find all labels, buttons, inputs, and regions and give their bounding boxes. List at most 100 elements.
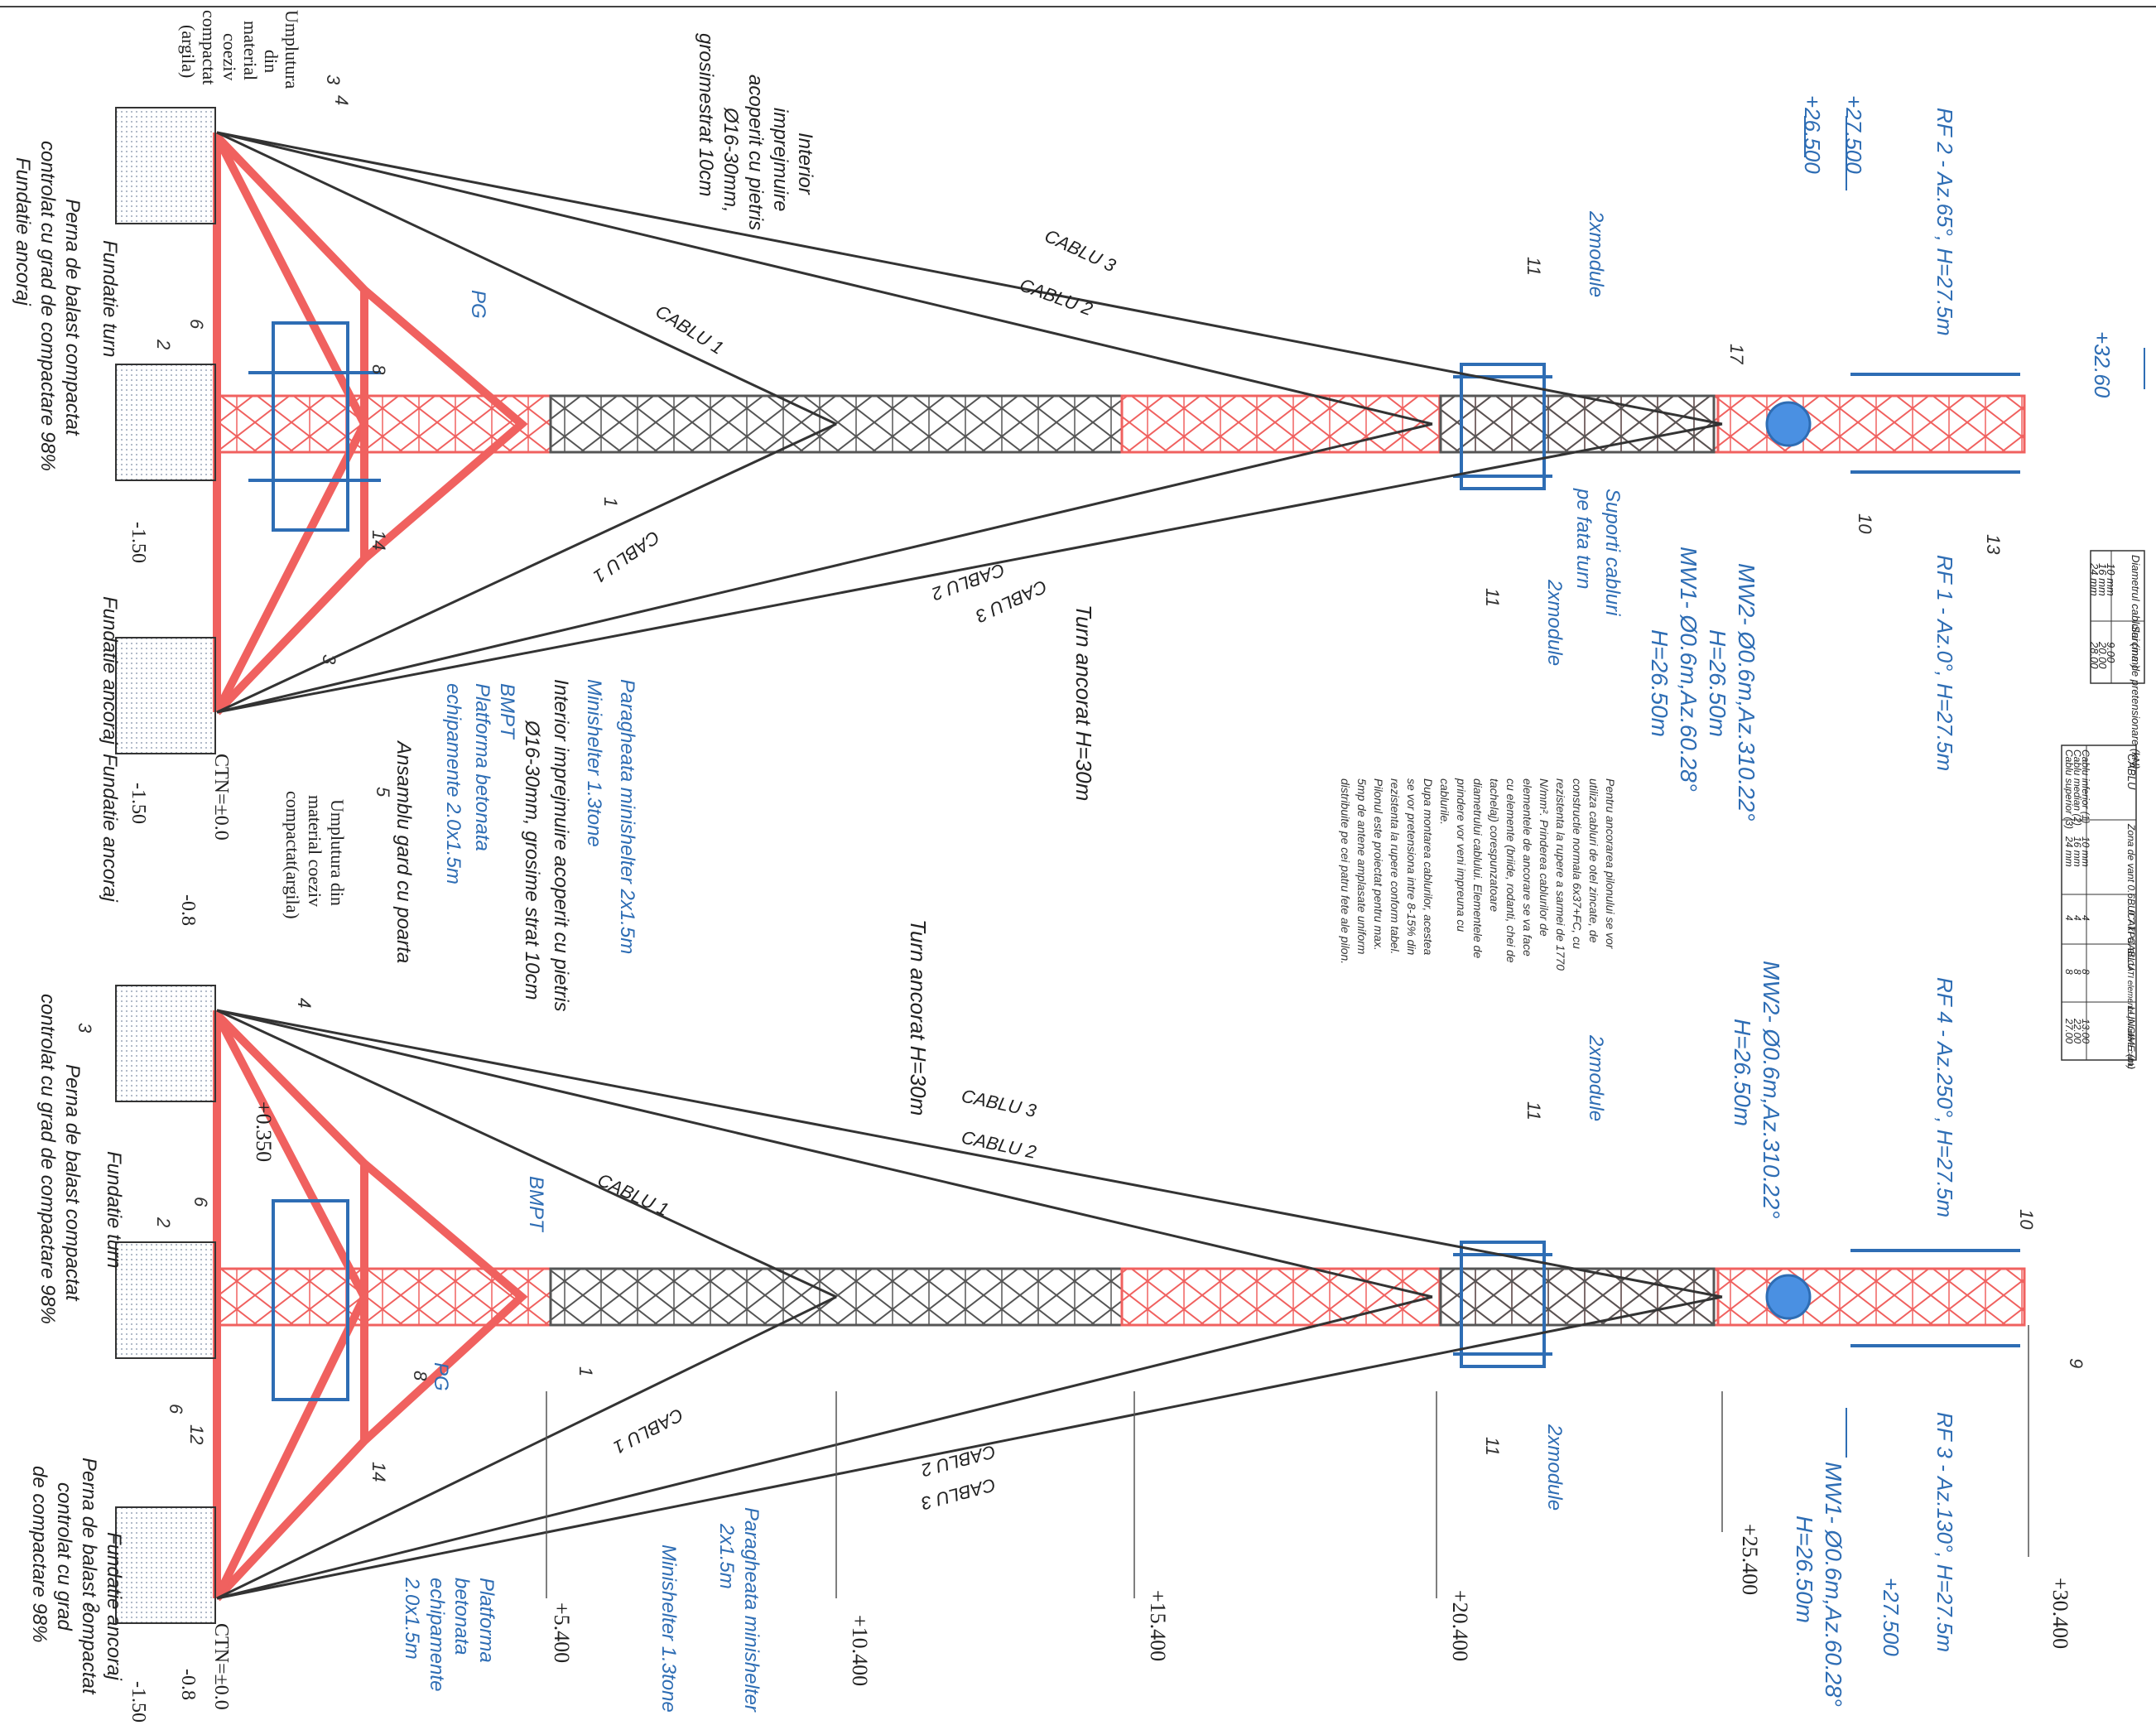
note-line: 5mp de antene amplasate uniform: [1355, 778, 1369, 955]
elev-top-label: +32.60: [2090, 331, 2115, 398]
note-line: diametrului cablului. Elementele de: [1471, 778, 1485, 958]
elev-m150b-label: -1.50: [128, 783, 149, 824]
cablu1-b-label: CABLU 1: [594, 1169, 672, 1220]
note-line: Pentru ancorarea pilonului se vor: [1604, 778, 1617, 950]
pema-b-label: controlat cu grad de compactare 98%: [36, 141, 59, 471]
platforma-c-label: echipamente: [426, 1578, 448, 1691]
cables-top: [216, 131, 1723, 714]
modules-b-b-label: 2xmodule: [1543, 1424, 1566, 1511]
elev-035-label: +0.350: [252, 1101, 276, 1162]
num-b-8: 8: [410, 1371, 431, 1381]
umplutura2-c: compactat(argila): [282, 791, 303, 919]
num-2: 2: [153, 339, 174, 349]
note-line: constructie normala 6x37+FC, cu: [1571, 778, 1584, 949]
interior-b: imprejmuire: [769, 108, 792, 211]
elev-25-label: +25.400: [1738, 1524, 1762, 1595]
t2-r0c3: 8: [2080, 969, 2091, 975]
elev-30-label: +30.400: [2048, 1578, 2072, 1649]
imprejmuire2-label: Ø16-30mm, grosime strat 10cm: [521, 720, 543, 1000]
umplutura-c: material: [240, 21, 261, 80]
num-14: 14: [368, 530, 389, 550]
cablu2-b-label: CABLU 2: [960, 1126, 1038, 1163]
num-4: 4: [331, 95, 352, 105]
base-frame-top: [213, 133, 528, 716]
t2-r2c4: 27.00: [2063, 1018, 2075, 1043]
modules-b-label: 2xmodule: [1543, 579, 1566, 666]
pema-c-label: Fundatie ancoraj: [12, 157, 34, 306]
note-line: Pilonul este proiectat pentru max.: [1372, 778, 1385, 951]
platforma2-label: echipamente 2.0x1.5m: [442, 683, 464, 884]
mw-dish-top: [1765, 401, 1812, 447]
cablu1b-label: CABLU 1: [590, 527, 663, 587]
t2-r1c0: Cablu median (2): [2072, 749, 2083, 826]
elevation-leaders-grey: [546, 1325, 2029, 1598]
pema-a-b-label: Perna de balast compactat: [61, 1064, 84, 1302]
t2-r2c3: 8: [2063, 969, 2075, 975]
num-5: 5: [373, 787, 393, 798]
t2-r1c4: 22.00: [2072, 1018, 2083, 1043]
t1-r2c0: 24 mm: [2088, 562, 2101, 596]
umplutura-e: compactat: [199, 10, 219, 84]
elev-26-label: +26.500: [1800, 95, 1825, 174]
elev-27-label: +27.500: [1879, 1578, 1903, 1656]
t2-r0c4: 13.00: [2080, 1019, 2091, 1043]
interior-e: grosimestrat 10cm: [695, 33, 717, 196]
panel-bottom: [115, 985, 2026, 1624]
t2-r2c0: Cablu superior (3): [2063, 749, 2075, 829]
elev-20-label: +20.400: [1448, 1590, 1472, 1661]
base-frame-bottom: [213, 1010, 528, 1602]
t2-r0c0: Cablu inferior (1): [2080, 749, 2091, 823]
minishelter-label: Minishelter 1.3tone: [583, 679, 605, 847]
ansamblu-label: Ansamblu gard cu poarta: [392, 740, 415, 963]
t2-r1c2: 4: [2072, 915, 2083, 921]
num-b-2: 2: [153, 1217, 174, 1227]
cables-bottom: [216, 1009, 1723, 1600]
mw1-h-label: H=26.50m: [1647, 629, 1672, 737]
cable-table-text: CABLU Zona de vant 0.6....0.7 kPa BUCATI…: [2063, 749, 2138, 1069]
num-11a: 11: [1523, 257, 1544, 276]
pema-b-b-label: controlat cu grad de compactare 98%: [36, 994, 59, 1324]
note-line: tachelaj) corespunzatoare: [1488, 778, 1501, 912]
cablu3-label: CABLU 3: [1042, 225, 1119, 277]
elevation-leaders: [1804, 116, 2145, 1458]
mw2-h-label: H=26.50m: [1705, 629, 1730, 737]
t2-r2c1: 24 mm: [2063, 836, 2075, 867]
imprejmuire-label: Interior imprejmuire acoperit cu pietris: [550, 679, 572, 1011]
t1-r0c1: 9.00: [2105, 642, 2117, 663]
t1-r1c0: 16 mm: [2096, 563, 2109, 596]
num-10: 10: [1855, 513, 1875, 534]
num-b-10: 10: [2016, 1209, 2037, 1230]
title-mast-bottom: Turn ancorat H=30m: [906, 919, 931, 1116]
cablu2b-b-label: CABLU 2: [919, 1441, 998, 1481]
platforma-d-label: 2.0x1.5m: [401, 1577, 423, 1660]
elev-5-label: +5.400: [550, 1602, 574, 1663]
num-b-9: 9: [2066, 1358, 2086, 1368]
num-b-6b: 6: [166, 1404, 186, 1414]
num-8: 8: [368, 364, 389, 375]
equipment-top: [248, 321, 2020, 532]
pema-e-b-label: de compactare 98%: [28, 1466, 51, 1642]
mw2-label: MW2- Ø0.6m,Az.310.22°: [1734, 563, 1759, 822]
num-b-1: 1: [575, 1366, 596, 1376]
elev-10-label: +10.400: [848, 1615, 872, 1686]
t2-r1c3: 8: [2072, 969, 2083, 975]
notes-block: Pentru ancorarea pilonului se vorutiliza…: [1339, 778, 1617, 971]
note-line: se vor pretensiona intre 8-15% din: [1405, 778, 1418, 955]
num-3b: 3: [323, 75, 344, 85]
mast-top: [218, 394, 2026, 454]
interior-d: Ø16-30mm,: [719, 107, 742, 213]
note-line: prindere vor veni impreuna cu: [1455, 778, 1468, 932]
mast-bottom: [218, 1267, 2026, 1327]
panel-top: [115, 107, 2026, 754]
umplutura-d: coeziv: [219, 33, 240, 80]
pretension-table: [2090, 550, 2145, 684]
pg-label: PG: [467, 290, 489, 319]
mw1-b-h-label: H=26.50m: [1792, 1516, 1817, 1623]
num-6: 6: [186, 319, 207, 330]
suport2-label: pe fata turn: [1572, 488, 1595, 589]
t1-r2c1: 28.00: [2088, 641, 2101, 669]
foundations-bottom: [115, 985, 216, 1624]
mw2-b-label: MW2- Ø0.6m,Az.310.22°: [1759, 961, 1784, 1219]
modules-a-b-label: 2xmodule: [1585, 1034, 1607, 1121]
num-11b: 11: [1482, 588, 1503, 607]
